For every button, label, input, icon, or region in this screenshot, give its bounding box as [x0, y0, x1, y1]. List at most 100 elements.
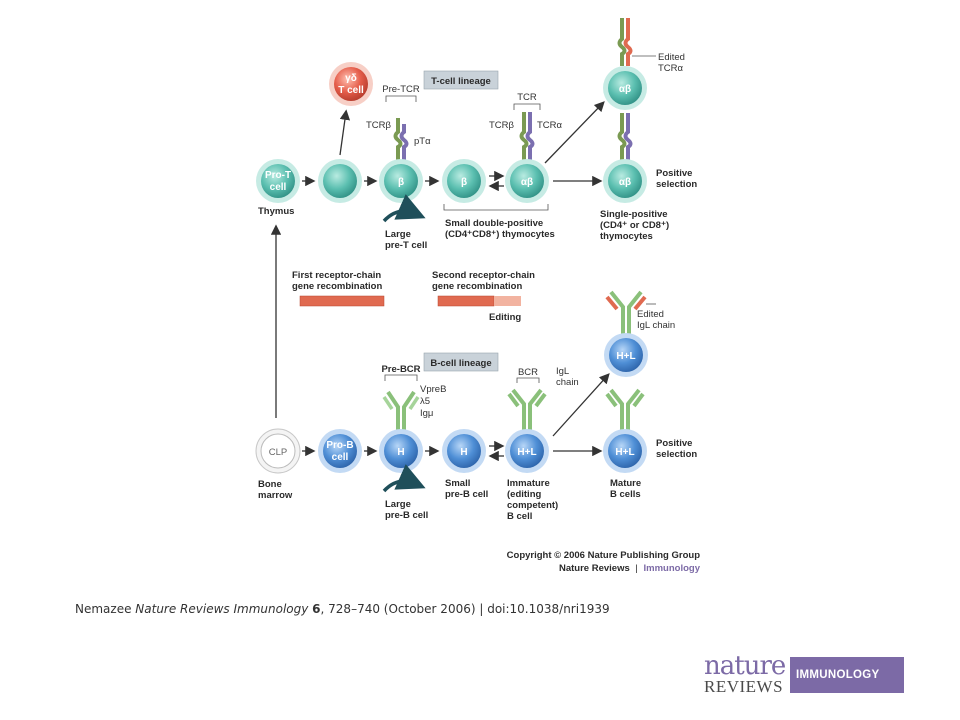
single-positive-label-3: thymocytes: [600, 231, 653, 242]
vpreb-label: VpreB: [420, 384, 446, 395]
immature-b-cell: H+L: [505, 429, 549, 473]
large-pre-t-label-2: pre-T cell: [385, 240, 427, 251]
pro-t-cell: Pro-T cell: [256, 159, 300, 203]
pre-tcr-label: Pre-TCR: [382, 84, 420, 95]
pro-b-label-2: cell: [332, 452, 349, 463]
proliferation-arrow-b: [382, 464, 426, 493]
igl-chain-label-2: chain: [556, 377, 579, 388]
small-pre-b-label-2: pre-B cell: [445, 489, 488, 500]
hl-label-edited: H+L: [616, 351, 635, 362]
beta-label-2: β: [461, 177, 467, 188]
nr-brand: Nature Reviews: [559, 563, 630, 574]
immature-label: Immature: [507, 478, 550, 489]
l5-label: λ5: [420, 396, 430, 407]
gd-label: γδ: [345, 73, 357, 84]
immature-label-3: competent): [507, 500, 558, 511]
lymphocyte-development-diagram: T-cell lineage γδ T cell Pro-T cell Thym…: [255, 18, 701, 574]
small-dp-ab-cell: αβ: [505, 159, 549, 203]
mature-bcr-receptor: [605, 388, 645, 430]
edited-ab-cell: αβ: [603, 66, 647, 110]
editing-label: Editing: [489, 312, 521, 323]
pre-bcr-label: Pre-BCR: [381, 364, 420, 375]
logo-immunology: IMMUNOLOGY: [796, 669, 880, 681]
caption-journal: Nature Reviews Immunology: [135, 602, 309, 616]
large-pre-b-label-2: pre-B cell: [385, 510, 428, 521]
first-recomb-label-2: gene recombination: [292, 281, 382, 292]
tcr-receptor: [513, 103, 541, 160]
single-positive-label: Single-positive: [600, 209, 668, 220]
small-dp-beta-cell: β: [442, 159, 486, 203]
small-dp-label: Small double-positive: [445, 218, 543, 229]
edited-tcr-receptor: [617, 18, 633, 66]
clp-cell: CLP: [255, 428, 301, 474]
copyright-text: Copyright © 2006 Nature Publishing Group: [507, 550, 701, 561]
caption-pages: , 728–740 (October 2006) | doi:10.1038/n…: [320, 602, 610, 616]
pro-t-label: Pro-T: [265, 170, 291, 181]
caption-volume: 6: [312, 602, 321, 616]
small-pre-b-label: Small: [445, 478, 470, 489]
igmu-label: Igμ: [420, 408, 433, 419]
edited-hl-cell: H+L: [604, 333, 648, 377]
large-pre-b-cell: H: [379, 429, 423, 473]
ab-label-2: αβ: [619, 84, 631, 95]
pro-t-label-2: cell: [270, 182, 287, 193]
arrow-to-gd: [339, 109, 351, 156]
ab-label-3: αβ: [619, 177, 631, 188]
edited-igl-label: Edited: [637, 309, 664, 320]
positive-sel-t-label-2: selection: [656, 179, 697, 190]
first-recomb-label: First receptor-chain: [292, 270, 381, 281]
immature-label-2: (editing: [507, 489, 541, 500]
hl-label-mature: H+L: [615, 447, 634, 458]
nature-reviews-immunology-logo: nature REVIEWS IMMUNOLOGY: [704, 651, 904, 696]
arrow-to-edited-t: [544, 101, 605, 164]
beta-label-1: β: [398, 177, 404, 188]
logo-immunology-box: [790, 657, 904, 693]
igl-chain-label: IgL: [556, 366, 569, 377]
single-positive-label-2: (CD4⁺ or CD8⁺): [600, 220, 669, 231]
logo-reviews: REVIEWS: [704, 677, 784, 696]
mature-label-2: B cells: [610, 489, 641, 500]
large-pre-t-cell: β: [379, 159, 423, 203]
bcr-label: BCR: [518, 367, 538, 378]
nr-immunology: Immunology: [644, 563, 701, 574]
hl-label-imm: H+L: [517, 447, 536, 458]
small-dp-label-2: (CD4⁺CD8⁺) thymocytes: [445, 229, 555, 240]
thymus-label: Thymus: [258, 206, 294, 217]
edited-tcra-label: Edited: [658, 52, 685, 63]
tcra-label: TCRα: [537, 120, 563, 131]
first-recomb-bar: [299, 295, 385, 307]
positive-sel-b-label: Positive: [656, 438, 692, 449]
gd-label-2: T cell: [338, 85, 364, 96]
small-dp-bracket: [443, 204, 549, 211]
proliferation-arrow-t: [382, 194, 426, 223]
tcr-label: TCR: [517, 92, 537, 103]
h-label-2: H: [460, 447, 467, 458]
pre-tcr-receptor: [385, 95, 417, 160]
bone-marrow-label: Bone: [258, 479, 282, 490]
logo-nature: nature: [704, 651, 786, 681]
editing-bar: [494, 296, 521, 306]
h-label-1: H: [397, 447, 404, 458]
b-lineage-title: B-cell lineage: [430, 358, 491, 369]
tcrb-label-1: TCRβ: [366, 120, 392, 131]
ab-label-1: αβ: [521, 177, 533, 188]
arrow-to-edited-b: [552, 373, 610, 437]
large-pre-b-label: Large: [385, 499, 411, 510]
sp-tcr-receptor: [617, 113, 633, 160]
pre-bcr-receptor: [382, 374, 420, 430]
dn-t-cell: [318, 159, 362, 203]
nr-brand-line: Nature Reviews | Immunology: [559, 563, 701, 574]
immature-label-4: B cell: [507, 511, 532, 522]
positive-sel-t-label: Positive: [656, 168, 692, 179]
second-recomb-label: Second receptor-chain: [432, 270, 535, 281]
mature-b-cell: H+L: [603, 429, 647, 473]
b-lineage-title-box: B-cell lineage: [423, 352, 499, 372]
t-lineage-title-box: T-cell lineage: [423, 70, 499, 90]
gd-t-cell: γδ T cell: [329, 62, 373, 106]
pro-b-label: Pro-B: [326, 440, 353, 451]
bcr-receptor: [507, 377, 547, 430]
figure-caption: Nemazee Nature Reviews Immunology 6, 728…: [75, 602, 610, 616]
pta-label: pTα: [414, 136, 431, 147]
t-lineage-title: T-cell lineage: [431, 76, 491, 87]
edited-igl-label-2: IgL chain: [637, 320, 675, 331]
